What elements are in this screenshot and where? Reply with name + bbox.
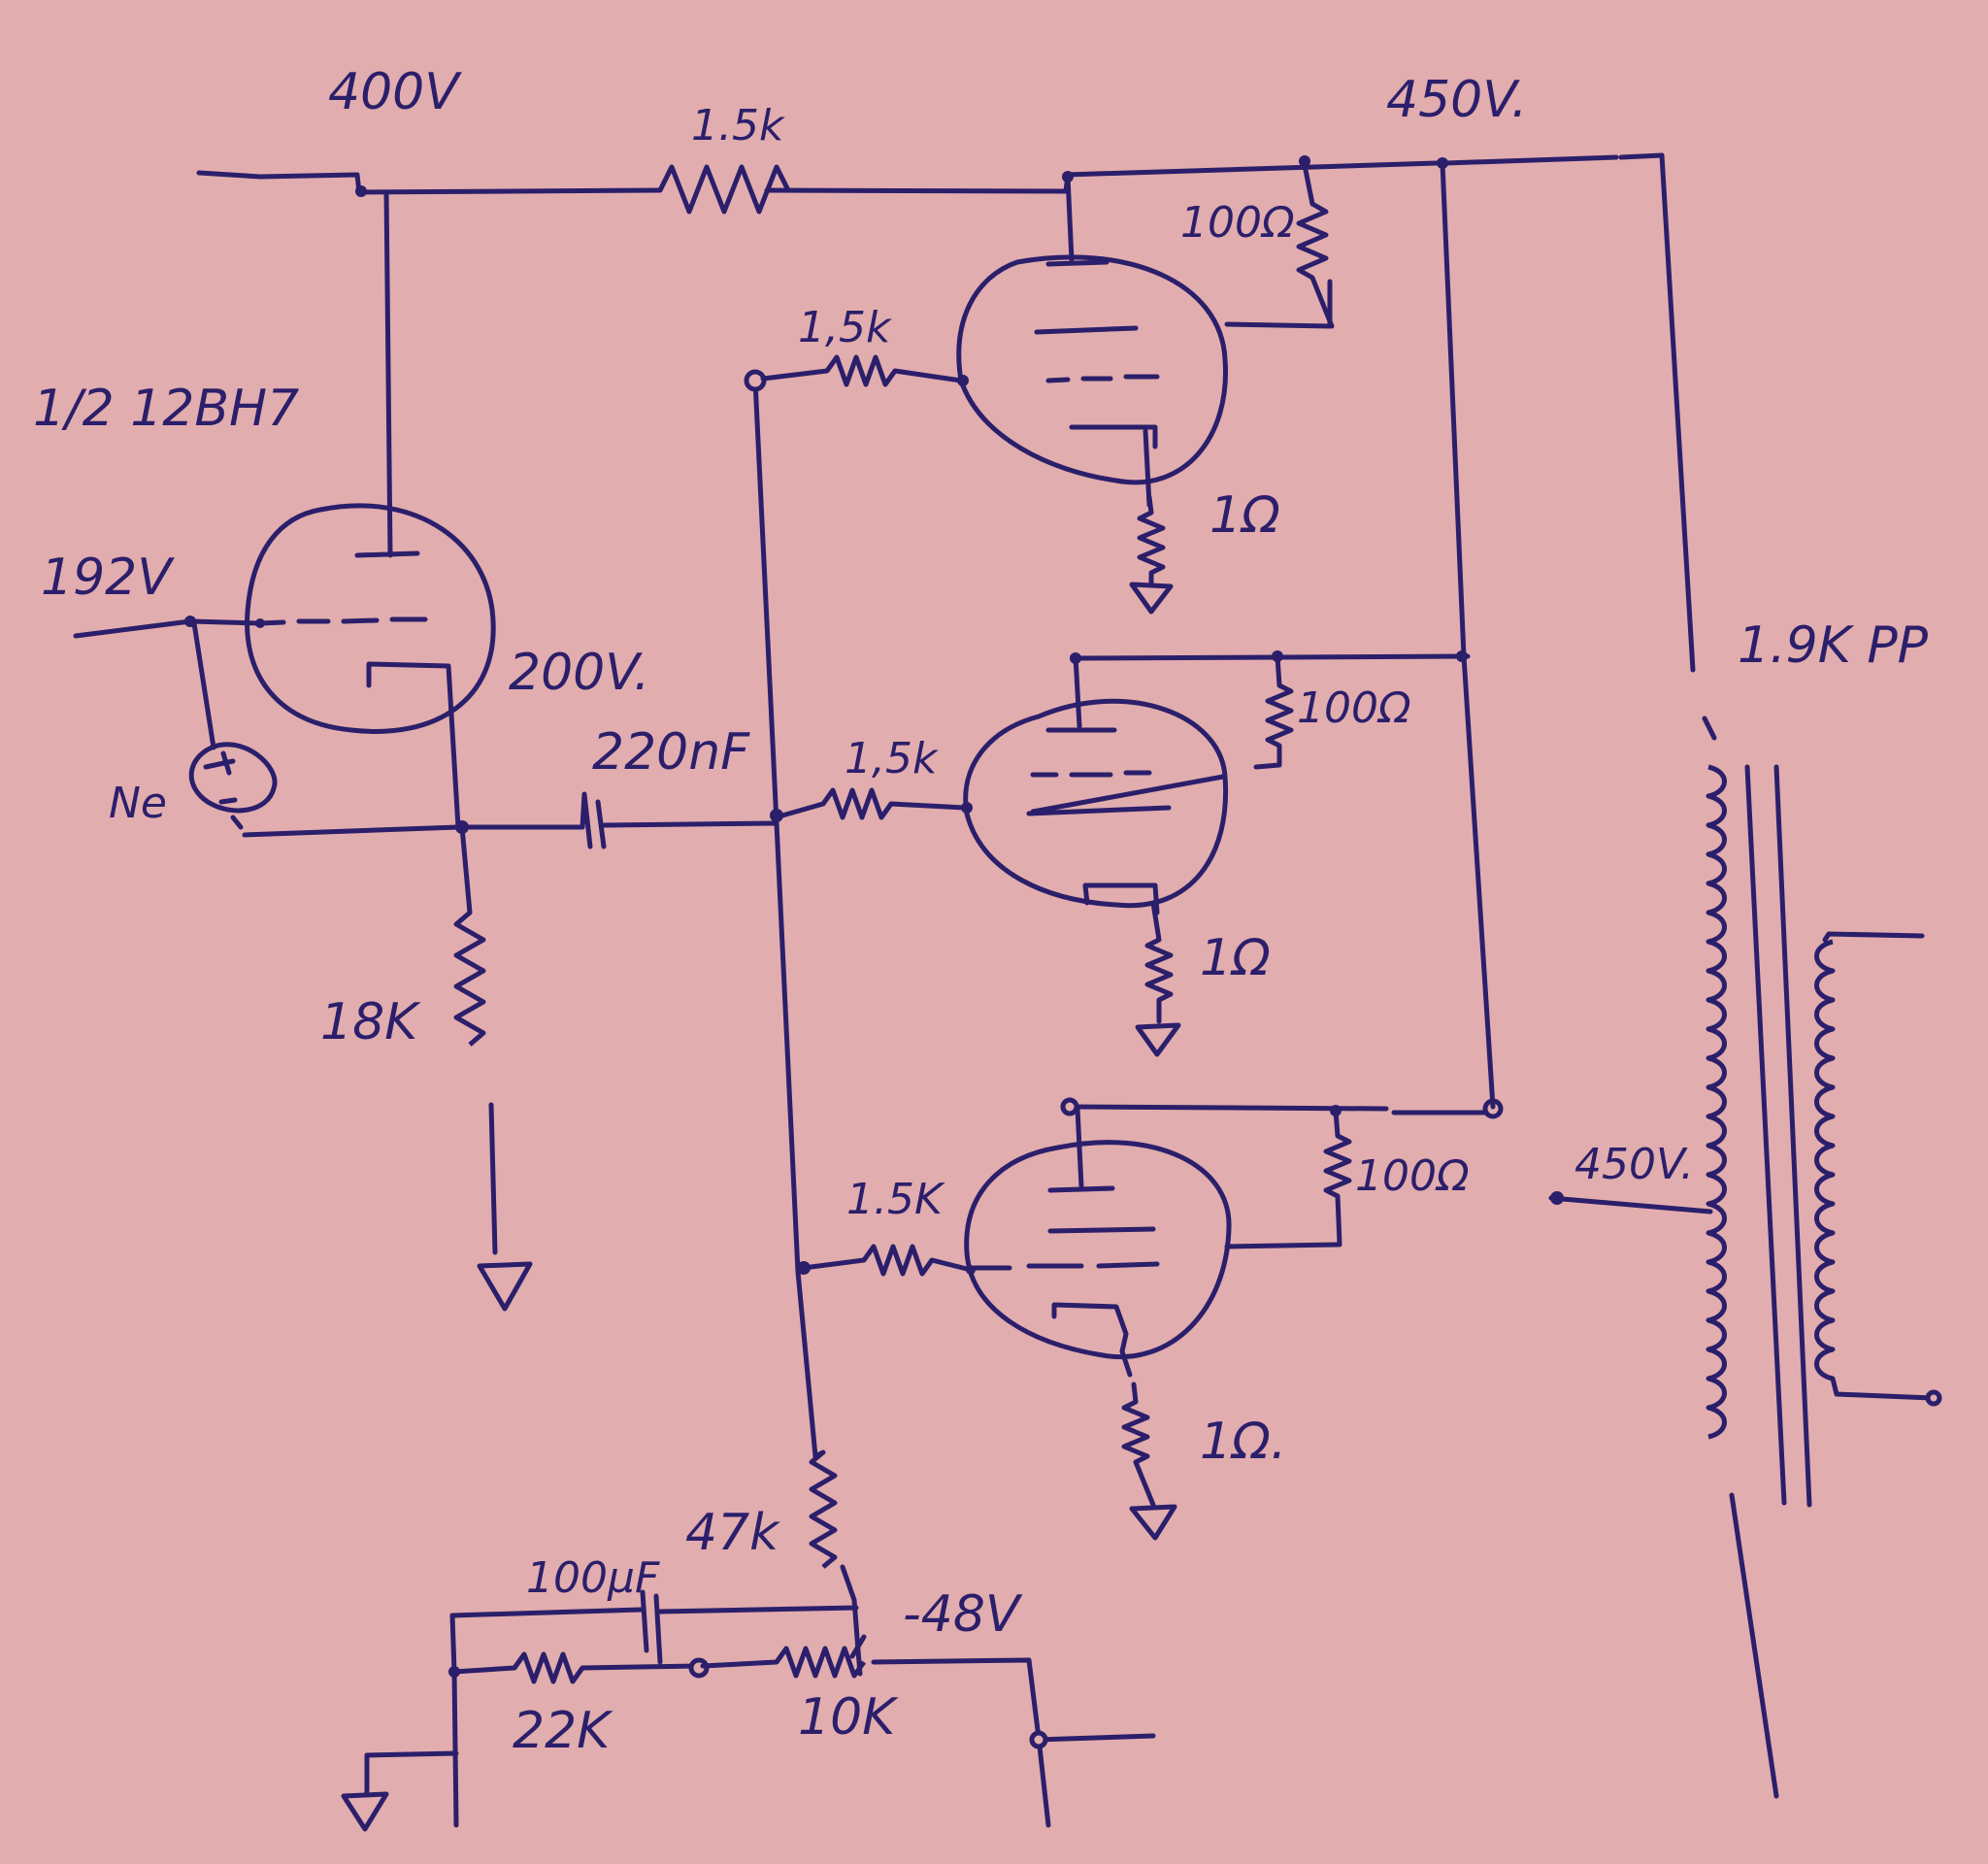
label-bias-voltage: -48V xyxy=(903,1585,1023,1644)
label-cathode-resistor: 18K xyxy=(320,993,421,1051)
label-bias-series-resistor: 47k xyxy=(685,1504,780,1562)
label-cathode-resistor-3: 1Ω. xyxy=(1200,1413,1286,1471)
grid-stopper-2 xyxy=(779,787,968,820)
bias-rail xyxy=(364,1613,1156,1828)
screen-resistor-2 xyxy=(1253,653,1294,770)
label-bias-pot: 10K xyxy=(798,1688,899,1747)
driver-grid-wire xyxy=(73,618,263,639)
ground-symbol-bias xyxy=(341,1752,389,1832)
neon-indicator xyxy=(188,620,278,830)
driver-tube xyxy=(245,189,496,830)
grid-bus xyxy=(744,369,818,1459)
grid-stopper-3 xyxy=(801,1244,974,1277)
label-ct-voltage: 450V. xyxy=(1574,1140,1694,1189)
ground-symbol-driver xyxy=(477,1261,533,1312)
cathode-resistor-2 xyxy=(1135,937,1181,1057)
cathode-resistor-18k xyxy=(453,824,498,1255)
label-cathode-resistor-1: 1Ω xyxy=(1209,486,1280,545)
label-grid-stopper-1: 1,5k xyxy=(798,303,892,352)
label-tube-type: 1/2 12BH7 xyxy=(33,380,299,438)
label-cathode-resistor-2: 1Ω xyxy=(1200,929,1271,987)
label-400v: 400V xyxy=(328,63,462,121)
bias-capacitor xyxy=(449,1589,859,1665)
label-bias-capacitor: 100μF xyxy=(526,1553,660,1603)
screen-bus-3 xyxy=(1069,1104,1490,1115)
screen-resistor-1 xyxy=(1296,162,1335,329)
dropper-resistor xyxy=(657,164,791,215)
label-bias-ground-resistor: 22K xyxy=(513,1702,613,1760)
label-450v: 450V. xyxy=(1386,71,1527,129)
output-transformer xyxy=(1548,152,1942,1799)
output-tube-3 xyxy=(964,1106,1341,1378)
label-transformer: 1.9K PP xyxy=(1738,616,1929,675)
label-grid-voltage: 192V xyxy=(41,549,175,607)
bias-series-resistor xyxy=(809,1449,861,1653)
label-grid-stopper-3: 1.5K xyxy=(846,1175,945,1224)
label-screen-resistor-3: 100Ω xyxy=(1355,1151,1470,1201)
label-screen-resistor-1: 100Ω xyxy=(1180,198,1295,248)
cathode-resistor-3 xyxy=(1121,1381,1177,1541)
grid-stopper-1 xyxy=(760,354,964,387)
label-grid-stopper-2: 1,5k xyxy=(845,734,939,783)
label-screen-resistor-2: 100Ω xyxy=(1297,683,1411,733)
label-coupling-cap: 220nF xyxy=(592,723,750,782)
cathode-node-wire xyxy=(242,824,585,838)
coupling-capacitor xyxy=(580,791,779,849)
screen-resistor-3 xyxy=(1323,1108,1352,1248)
screen-bus-2 xyxy=(1073,653,1471,661)
cathode-resistor-1 xyxy=(1129,494,1174,615)
label-neon: Ne xyxy=(109,779,167,828)
label-cathode-voltage: 200V. xyxy=(509,644,649,702)
label-dropper-resistor: 1.5k xyxy=(691,101,785,150)
screen-feed-450v xyxy=(1440,160,1496,1110)
output-tube-2 xyxy=(961,653,1229,943)
